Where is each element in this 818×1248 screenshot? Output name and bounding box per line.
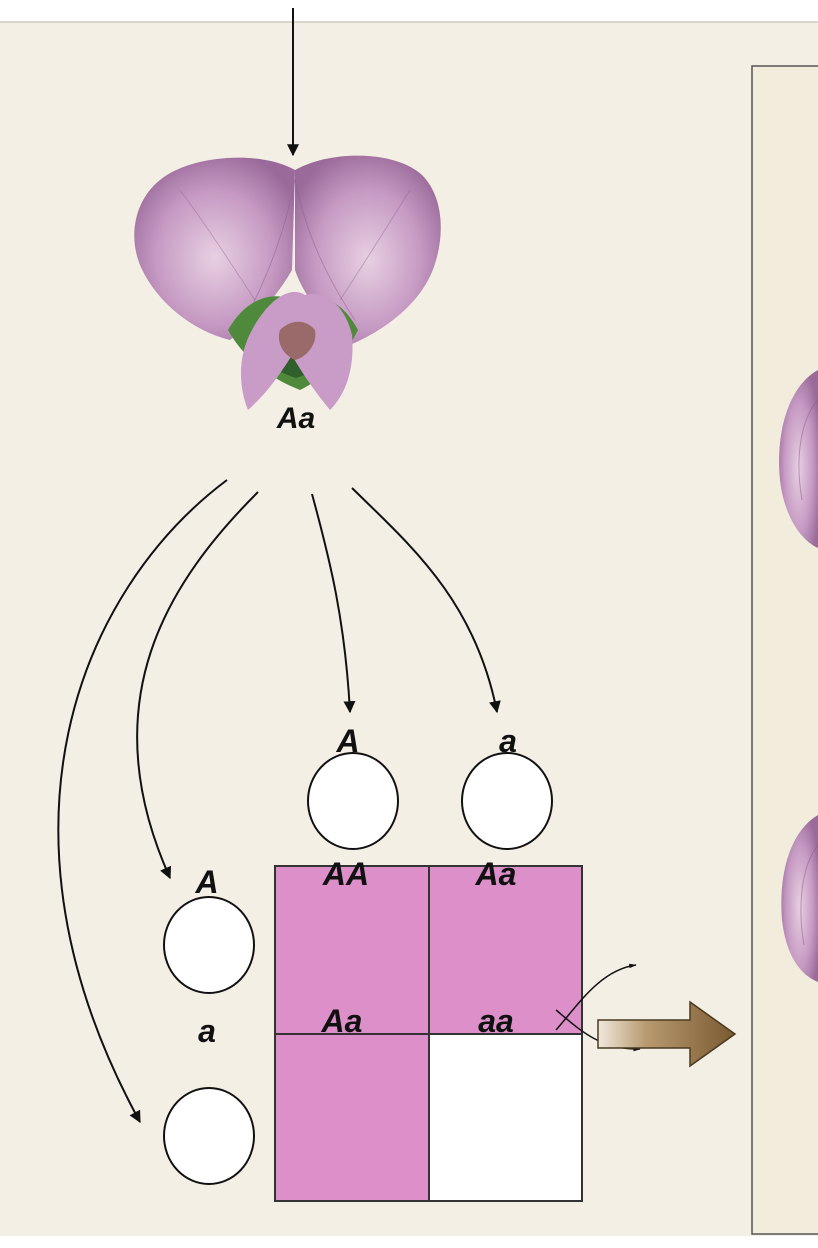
right-panel (751, 65, 818, 1235)
punnett-cell-AA (275, 866, 429, 1034)
punnett-label-Aa-bottom: Aa (321, 1003, 363, 1039)
pea-flower-image (134, 155, 441, 410)
punnett-square (274, 865, 583, 1202)
arrow-to-gamete-left-A (136, 491, 259, 880)
punnett-cell-aa (429, 1034, 582, 1201)
gamete-left-a-circle (163, 1087, 255, 1185)
split-arrow-up (555, 963, 637, 1031)
parent-genotype-label: Aa (276, 402, 315, 435)
punnett-cell-Aa-bottom (275, 1034, 429, 1201)
gamete-left-A-label: A (194, 864, 218, 900)
big-result-arrow (597, 1000, 737, 1068)
panel-flower-partial-lower (781, 815, 818, 982)
gamete-top-a-label: a (499, 723, 517, 759)
arrow-to-gamete-left-a (57, 479, 228, 1124)
gamete-top-A-circle (307, 752, 399, 850)
punnett-label-aa: aa (478, 1003, 514, 1039)
punnett-label-AA: AA (322, 856, 369, 892)
bottom-strip (0, 1236, 818, 1243)
gamete-left-a-label: a (198, 1013, 216, 1049)
top-strip (0, 0, 818, 22)
gamete-top-A-label: A (335, 723, 359, 759)
gamete-left-A-circle (163, 896, 255, 994)
arrow-to-gamete-top-a (351, 487, 501, 714)
punnett-label-Aa-top: Aa (475, 856, 517, 892)
panel-flower-partial-upper (779, 370, 818, 548)
punnett-cell-Aa-top (429, 866, 582, 1034)
arrow-to-gamete-top-A (311, 493, 356, 714)
gamete-top-a-circle (461, 752, 553, 850)
